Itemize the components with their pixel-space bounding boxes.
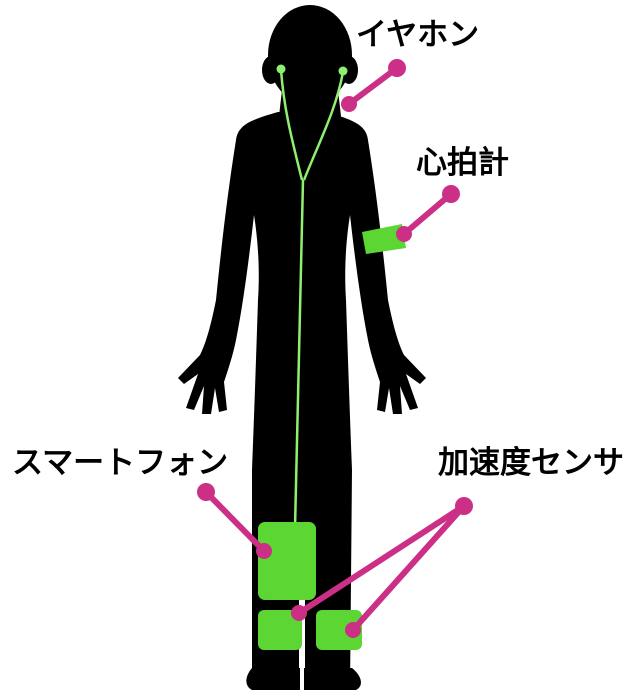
heart-rate-pointer-end-icon bbox=[396, 226, 412, 242]
earphone-label: イヤホン bbox=[356, 20, 479, 51]
smartphone-pointer-head-icon bbox=[197, 483, 215, 501]
heart-rate-label: 心拍計 bbox=[416, 148, 509, 179]
smartphone-pointer-end-icon bbox=[256, 543, 272, 559]
earbud-right-icon bbox=[339, 67, 348, 76]
earphone-pointer-end-icon bbox=[341, 96, 357, 112]
accelerometer-pointer-head-icon bbox=[455, 497, 473, 515]
smartphone-label: スマートフォン bbox=[12, 448, 228, 479]
earphone-pointer-head-icon bbox=[388, 59, 406, 77]
smartphone-device bbox=[258, 522, 316, 600]
accelerometer-left-pointer-end-icon bbox=[291, 605, 307, 621]
accelerometer-right-pointer-end-icon bbox=[345, 622, 361, 638]
earbud-left-icon bbox=[277, 65, 286, 74]
heart-rate-pointer-head-icon bbox=[442, 185, 460, 203]
accelerometer-label: 加速度センサ bbox=[438, 448, 624, 479]
